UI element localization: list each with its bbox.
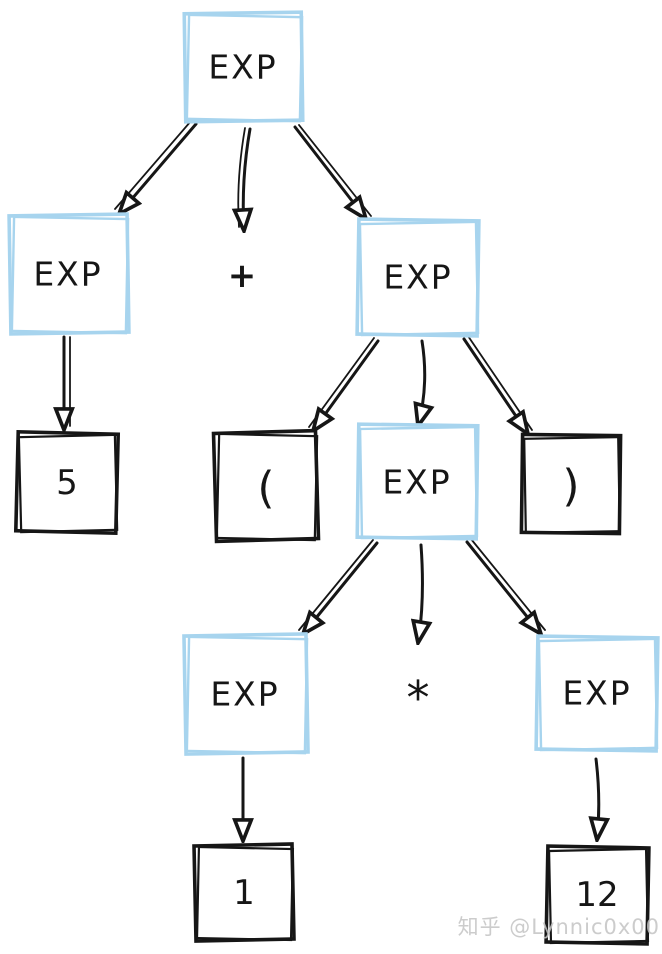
node-label: 12	[575, 875, 618, 915]
node-exp-right: EXP	[355, 217, 481, 338]
node-label: (	[257, 463, 274, 514]
arrow-root-to-exp-right	[293, 124, 372, 219]
arrow-line	[462, 337, 528, 434]
node-box-sketch	[10, 215, 130, 335]
node-label: 1	[233, 873, 255, 913]
node-box-sketch	[523, 436, 621, 534]
arrow-ghost-line	[114, 120, 192, 210]
node-label: EXP	[208, 48, 277, 87]
arrow-line	[243, 127, 250, 231]
node-one: 1	[192, 842, 296, 943]
arrow-exp-mul-right-to-twelve	[596, 757, 599, 840]
node-box-sketch	[358, 220, 480, 337]
node-box-sketch	[358, 425, 479, 540]
node-twelve: 12	[544, 844, 651, 946]
node-star: *	[407, 671, 430, 725]
arrow-ghost-line	[298, 539, 374, 631]
node-label: EXP	[562, 674, 631, 713]
arrow-exp-inner-to-exp-mul-right	[465, 538, 546, 634]
edges	[64, 120, 599, 841]
node-box-sketch	[195, 845, 295, 942]
arrow-exp-right-to-exp-inner	[418, 339, 425, 426]
node-exp-mul-left: EXP	[182, 632, 310, 756]
arrow-line	[465, 540, 541, 634]
node-label: +	[228, 256, 257, 296]
node-box-sketch	[537, 637, 659, 752]
node-rparen: )	[519, 432, 623, 536]
watermark: 知乎 @Lynnic0x00	[458, 915, 660, 939]
node-exp-root: EXP	[182, 10, 305, 124]
node-box-sketch	[185, 13, 304, 123]
node-box-sketch	[215, 432, 319, 542]
arrow-ghost-line	[298, 124, 372, 217]
arrow-line	[596, 757, 599, 840]
arrow-root-to-exp-left	[114, 120, 198, 214]
node-label: EXP	[210, 675, 279, 714]
node-label: EXP	[382, 463, 451, 502]
node-box-sketch	[547, 847, 650, 945]
node-label: EXP	[383, 258, 452, 297]
node-exp-inner: EXP	[355, 422, 480, 541]
arrow-line	[313, 339, 380, 431]
node-label: EXP	[33, 255, 102, 294]
node-label: 5	[56, 463, 78, 503]
node-box-sketch	[185, 635, 309, 755]
arrow-exp-inner-to-star	[418, 543, 422, 643]
arrow-exp-right-to-lparen	[308, 337, 380, 431]
arrow-exp-right-to-rparen	[462, 335, 533, 434]
arrow-ghost-line	[467, 335, 533, 431]
node-plus: +	[228, 256, 257, 296]
node-box-sketch	[17, 433, 119, 534]
arrow-line	[418, 339, 425, 426]
arrow-ghost-line	[470, 538, 546, 631]
arrow-line	[293, 125, 366, 219]
node-label: *	[407, 671, 430, 725]
node-exp-mul-right: EXP	[534, 634, 660, 753]
arrow-line	[418, 543, 422, 643]
node-exp-left: EXP	[7, 212, 131, 336]
node-label: )	[562, 461, 579, 512]
arrow-exp-left-to-five	[64, 335, 70, 430]
node-five: 5	[13, 429, 121, 536]
node-lparen: (	[211, 428, 321, 544]
nodes: EXP EXP + EXP 5 ( EXP	[7, 10, 660, 946]
arrow-line	[303, 541, 379, 634]
arrow-root-to-plus	[238, 127, 250, 231]
arrow-line	[119, 122, 198, 214]
arrow-ghost-line	[308, 337, 375, 428]
arrow-exp-inner-to-exp-mul-left	[298, 539, 379, 634]
